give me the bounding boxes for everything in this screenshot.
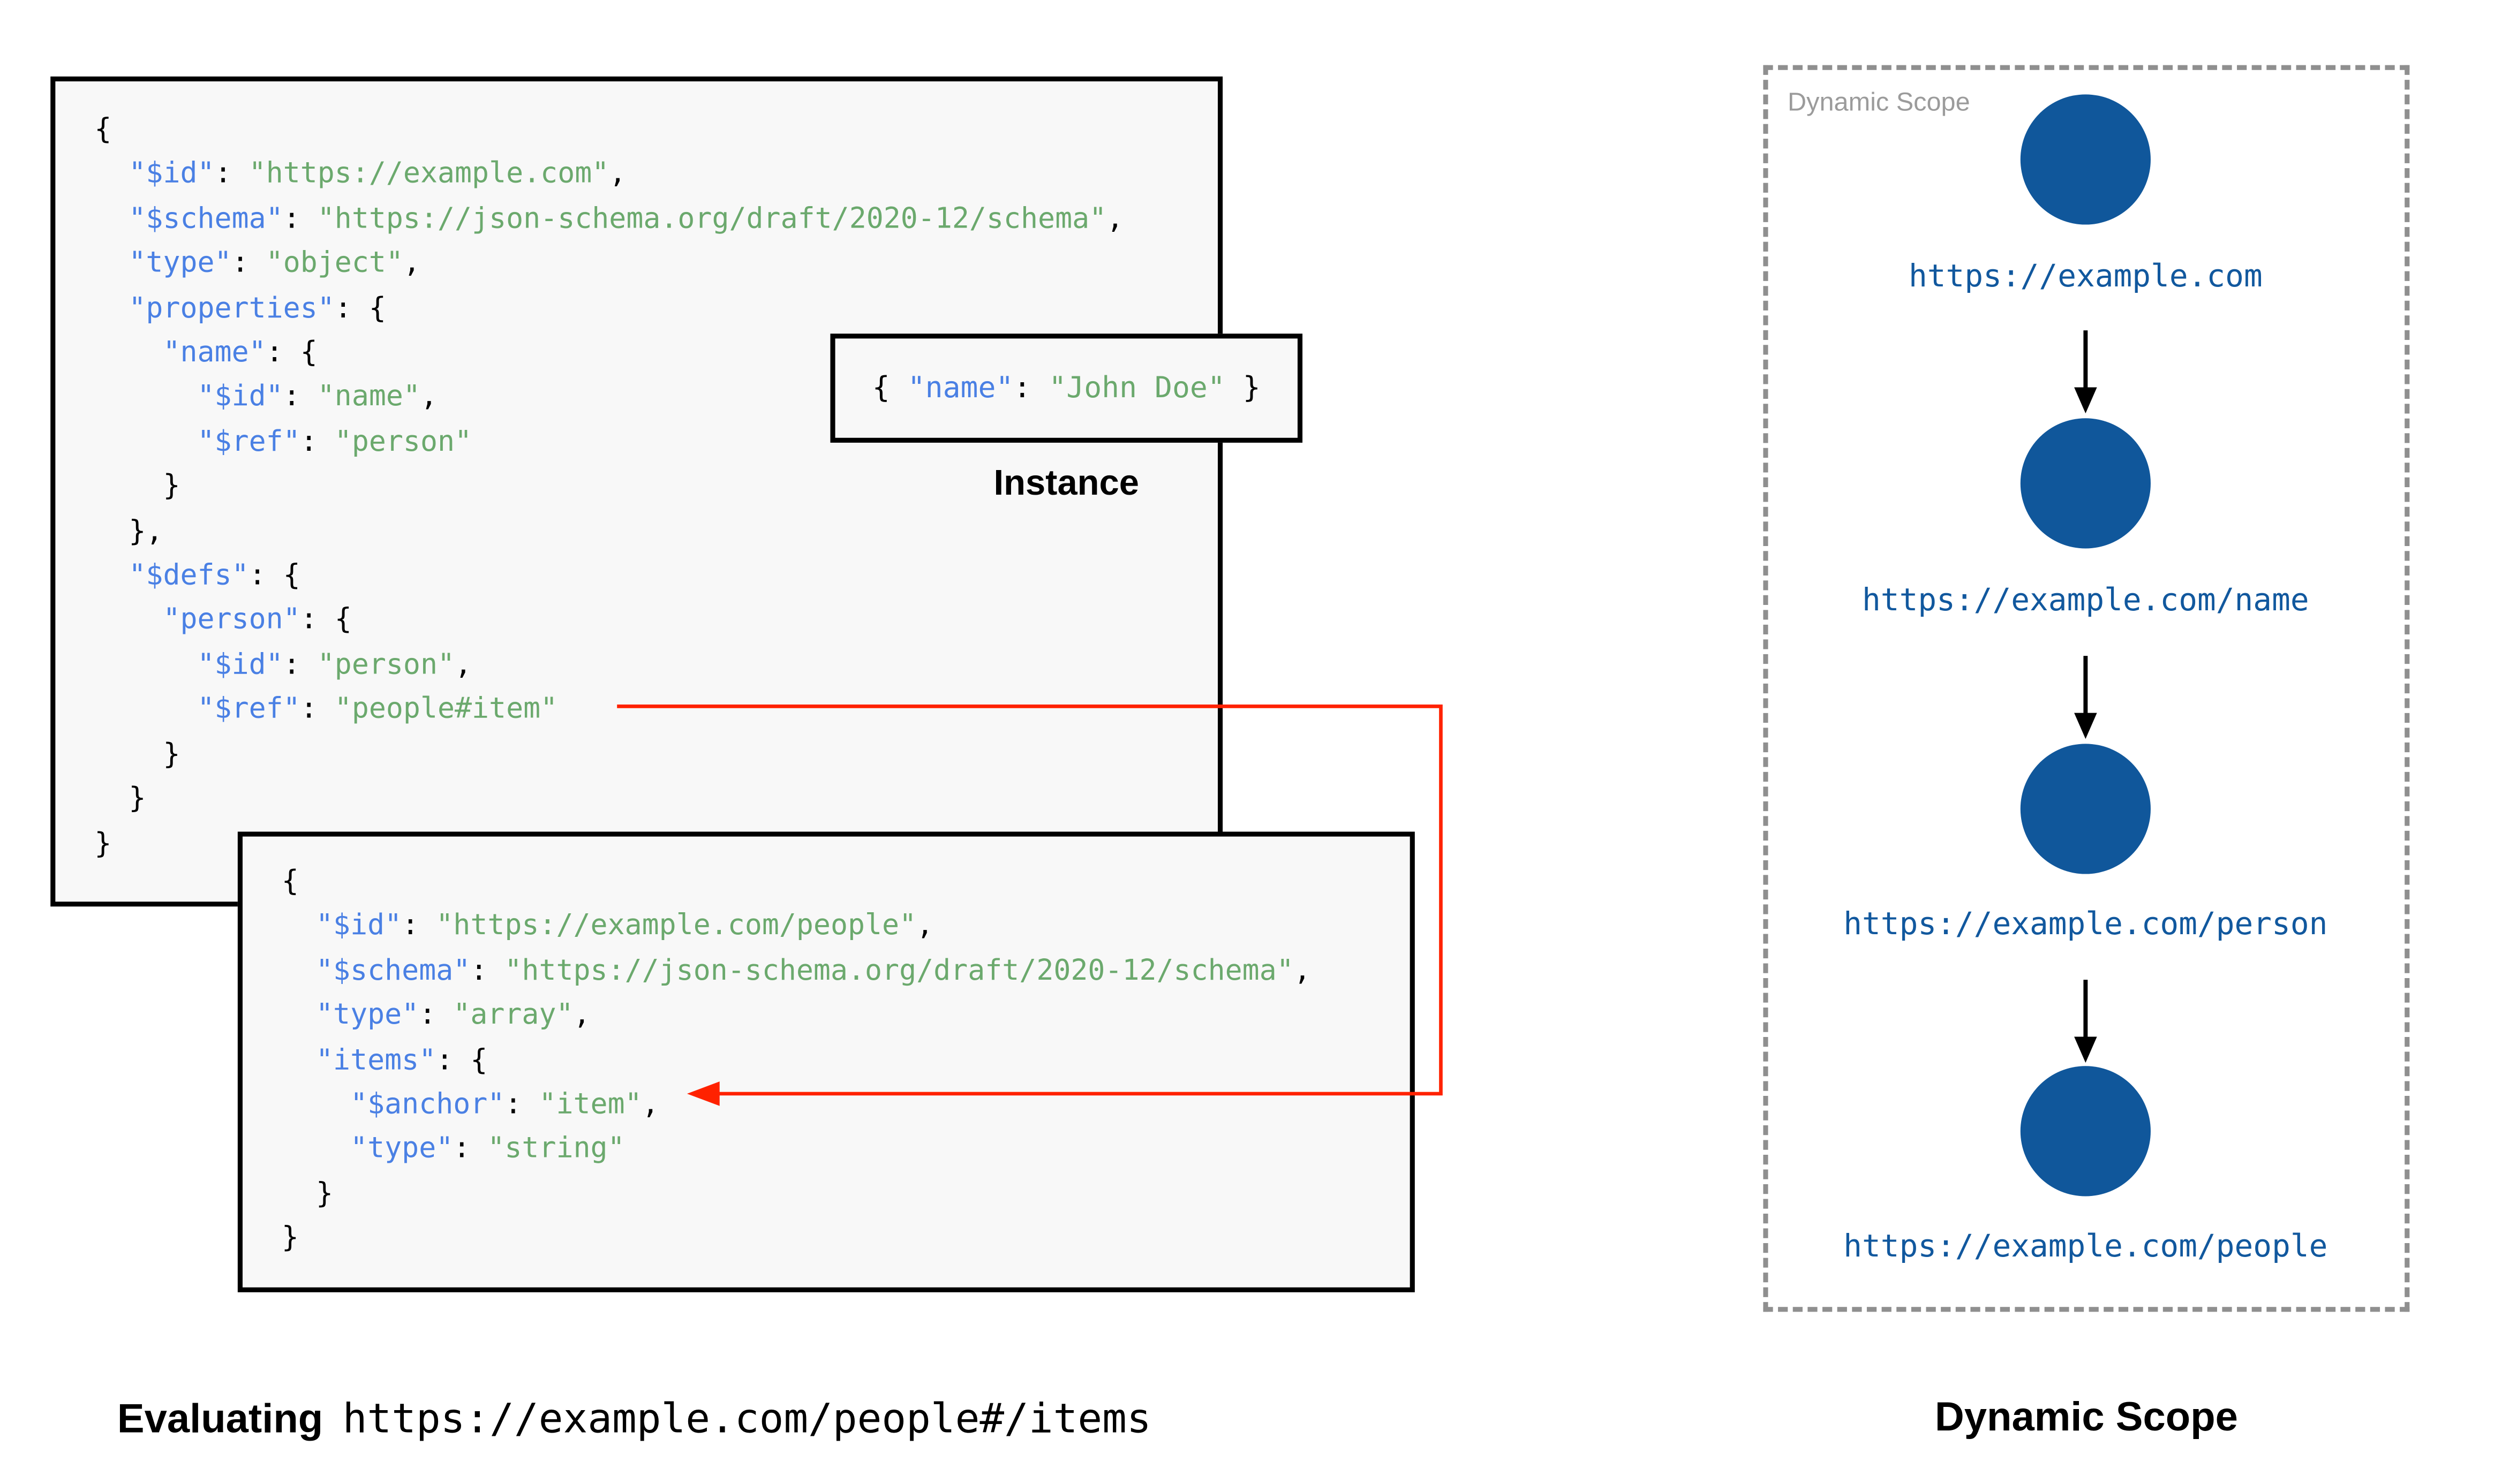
- scope-node-circle-2: [2020, 418, 2151, 549]
- scope-node-url-2: https://example.com/name: [1862, 582, 2309, 619]
- evaluating-caption: Evaluating https://example.com/people#/i…: [117, 1395, 1151, 1443]
- instance-code: { "name": "John Doe" }: [872, 370, 1261, 405]
- schema-root-code: { "$id": "https://example.com", "$schema…: [94, 113, 1124, 860]
- evaluating-caption-label: Evaluating: [117, 1396, 323, 1442]
- instance-caption: Instance: [993, 462, 1139, 503]
- dynamic-scope-caption: Dynamic Scope: [1934, 1395, 2238, 1441]
- scope-node-url-1: https://example.com: [1908, 259, 2263, 295]
- scope-node-url-4: https://example.com/people: [1843, 1229, 2328, 1265]
- scope-node-url-3: https://example.com/person: [1843, 906, 2328, 943]
- scope-node-circle-4: [2020, 1066, 2151, 1197]
- instance-box: { "name": "John Doe" }: [830, 334, 1303, 443]
- schema-people-box: { "$id": "https://example.com/people", "…: [237, 831, 1415, 1292]
- dynamic-scope-watermark: Dynamic Scope: [1788, 89, 1970, 117]
- scope-node-circle-1: [2020, 94, 2151, 225]
- schema-people-code: { "$id": "https://example.com/people", "…: [281, 866, 1311, 1255]
- dynamic-scope-panel: Dynamic Scope: [1763, 65, 2410, 1312]
- scope-node-circle-3: [2020, 744, 2151, 874]
- evaluating-caption-target: https://example.com/people#/items: [342, 1395, 1151, 1442]
